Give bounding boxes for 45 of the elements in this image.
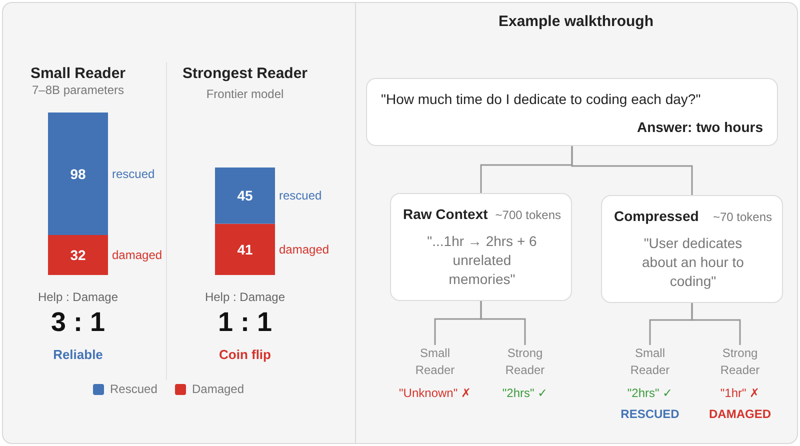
context-card (601, 195, 783, 303)
segment-label: rescued (112, 166, 155, 181)
outcome-tag: RESCUED (605, 407, 695, 421)
card-heading: Compressed (614, 208, 699, 224)
value-label: 41 (237, 241, 253, 258)
ratio-caption: Help : Damage (204, 290, 286, 304)
reader-name: Small Reader (414, 345, 456, 379)
answer-text: Answer: two hours (636, 119, 763, 135)
ratio-value: 3 : 1 (50, 307, 106, 338)
panel-title: Example walkthrough (497, 13, 655, 30)
reader-name: Strong Reader (504, 345, 546, 379)
outcome-tag: DAMAGED (695, 407, 785, 421)
chart-heading: Small Reader (29, 65, 127, 82)
reader-name: Strong Reader (719, 345, 761, 379)
legend-label: Damaged (192, 382, 244, 396)
verdict-label: Coin flip (218, 347, 272, 362)
answer-result: "Unknown" ✗ (398, 386, 472, 400)
connector-line (571, 146, 693, 195)
context-quote: "...1hr → 2hrs + 6 unrelated memories" (426, 232, 538, 289)
context-card (390, 193, 572, 301)
ratio-value: 1 : 1 (216, 307, 274, 338)
chart-heading: Strongest Reader (181, 65, 309, 82)
legend-label: Rescued (110, 382, 158, 396)
answer-result: "2hrs" ✓ (626, 386, 674, 400)
segment-label: damaged (112, 248, 162, 262)
value-label: 98 (70, 166, 86, 182)
question-text: "How much time do I dedicate to coding each day?" (381, 91, 701, 107)
answer-result: "2hrs" ✓ (501, 386, 549, 400)
value-label: 45 (237, 188, 253, 204)
token-count: ~70 tokens (712, 210, 772, 224)
chart-subtitle: Frontier model (205, 87, 285, 101)
chart-subtitle: 7–8B parameters (30, 83, 126, 97)
card-heading: Raw Context (403, 206, 488, 222)
ratio-caption: Help : Damage (36, 290, 120, 304)
connector-line (691, 303, 741, 345)
connector-line (480, 301, 526, 345)
answer-result: "1hr" ✗ (719, 386, 761, 400)
reader-name: Small Reader (629, 345, 671, 379)
token-count: ~700 tokens (495, 208, 561, 222)
question-card (366, 78, 778, 146)
segment-label: damaged (279, 242, 330, 256)
value-label: 32 (70, 247, 86, 263)
segment-label: rescued (279, 188, 322, 203)
verdict-label: Reliable (52, 347, 104, 362)
context-quote: "User dedicates about an hour to coding" (641, 234, 745, 291)
